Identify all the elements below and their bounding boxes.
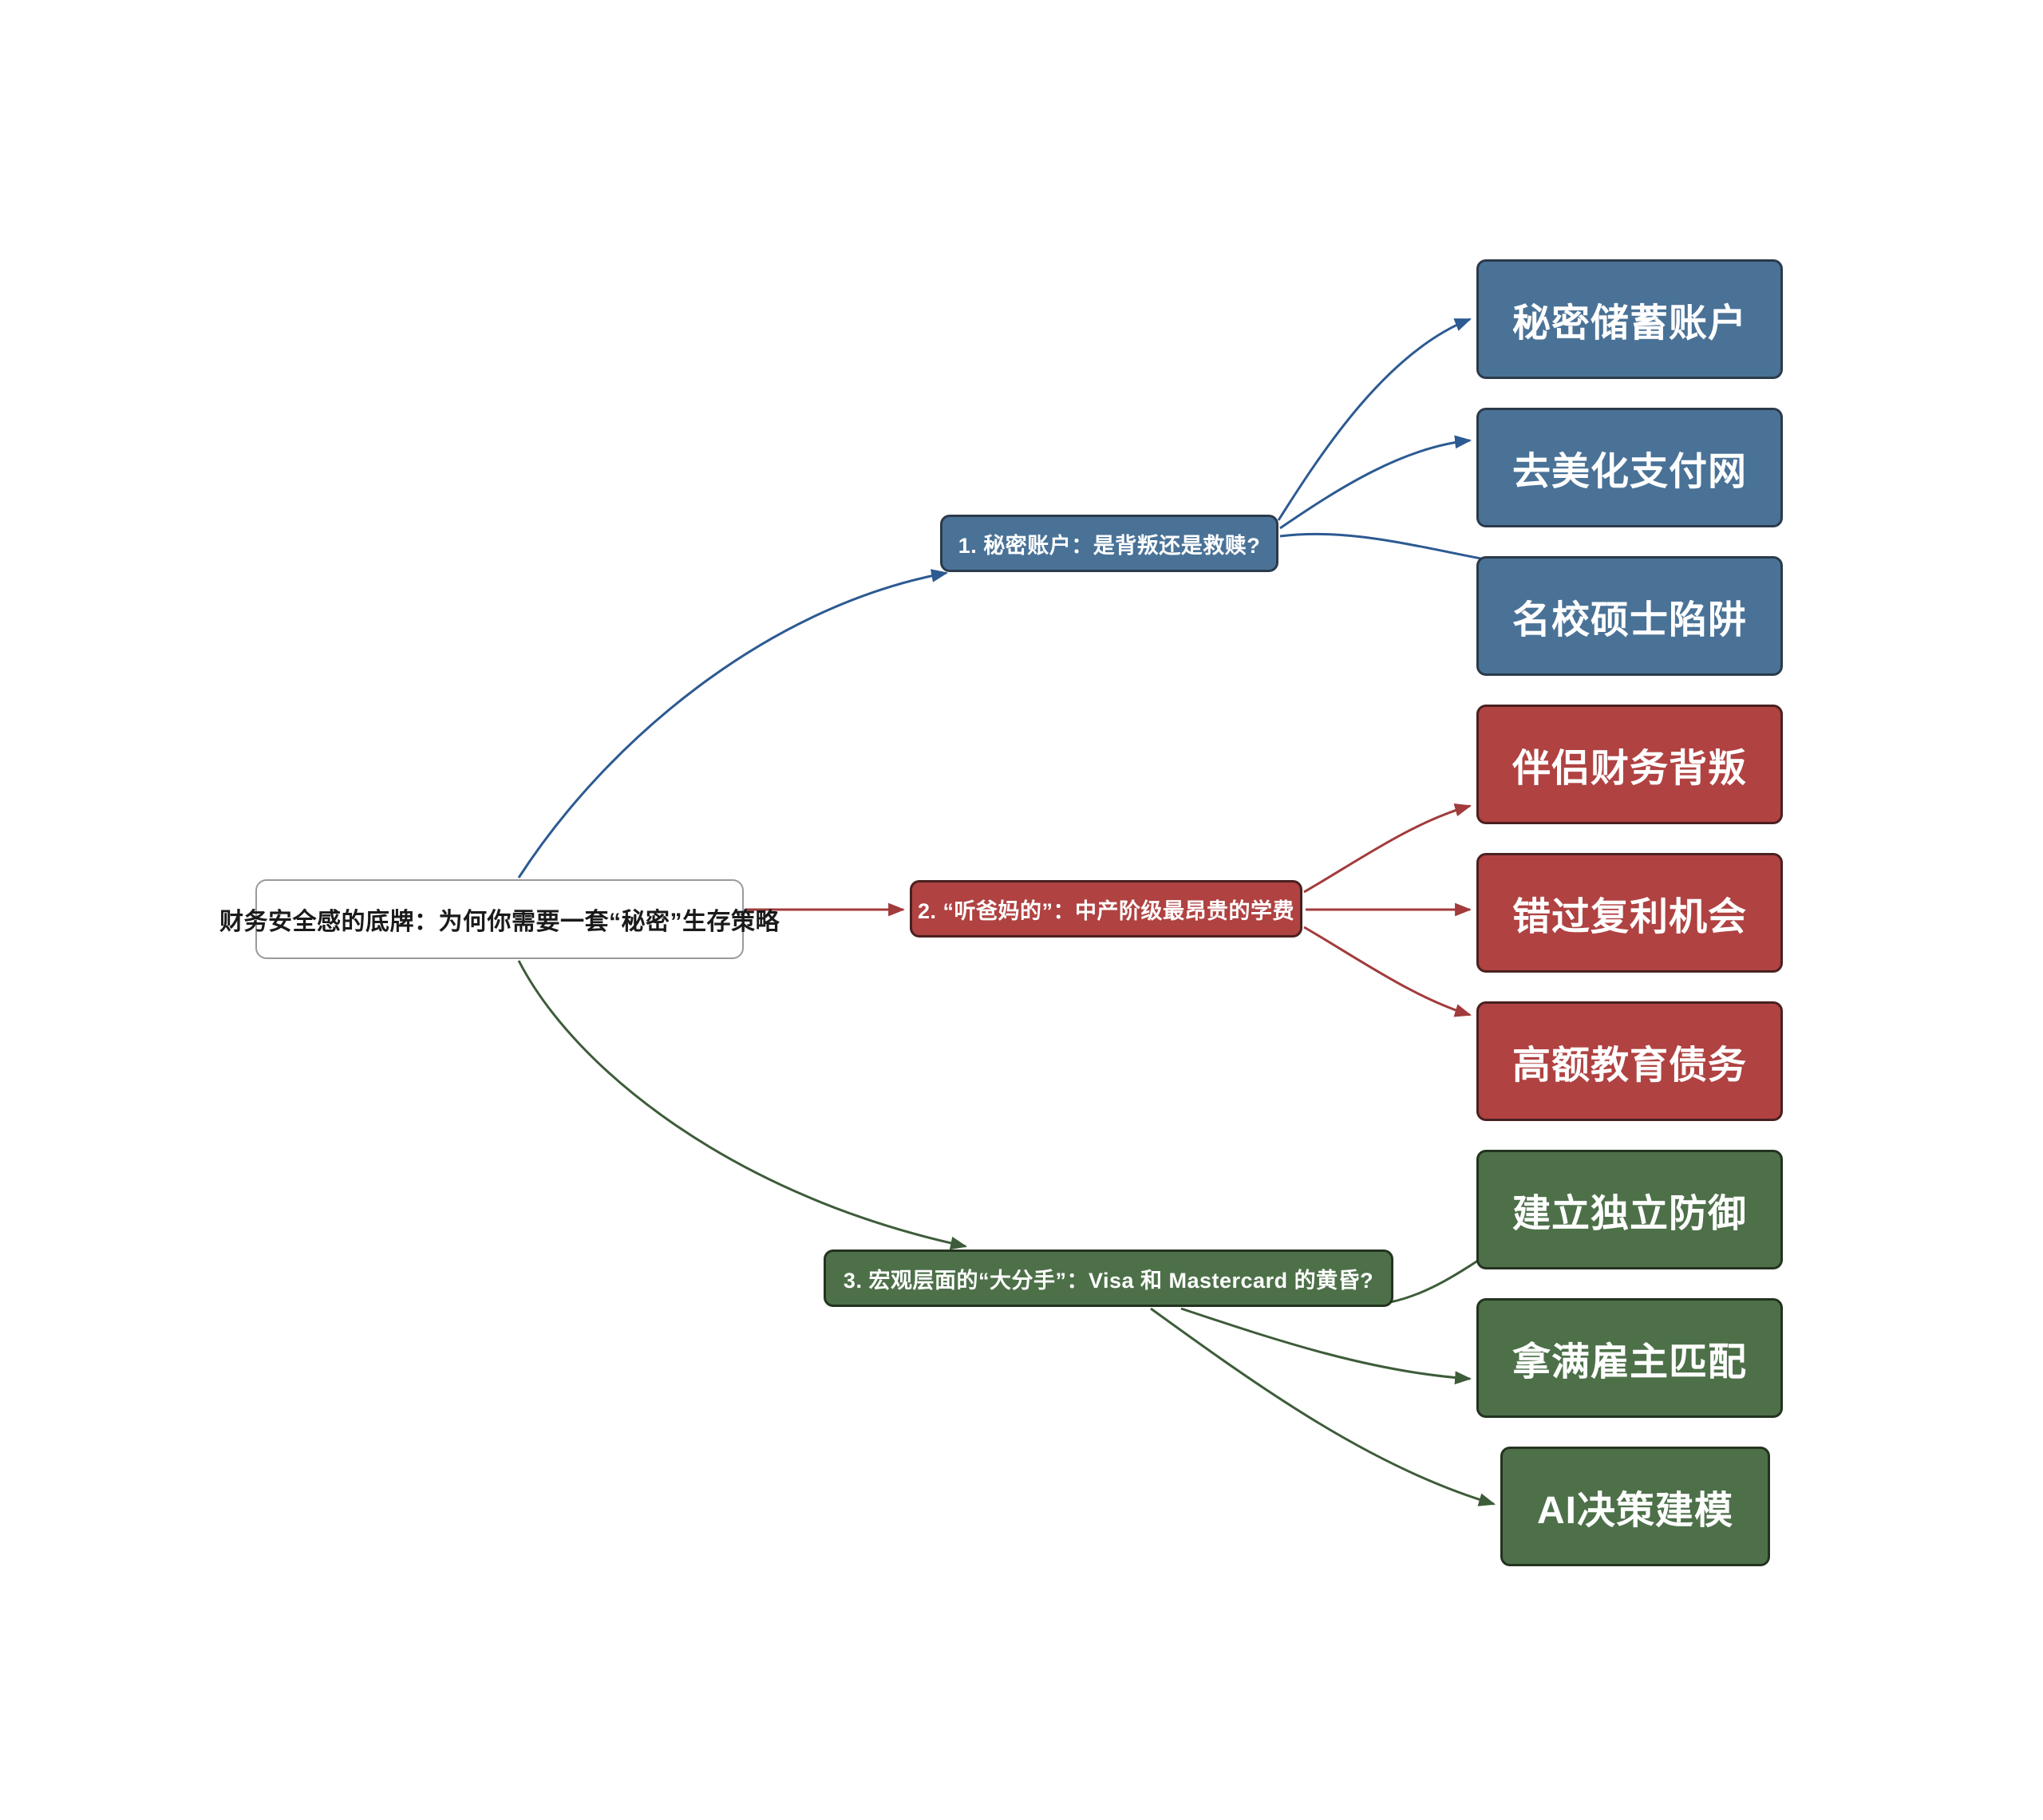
leaf-node-partner-financial-betrayal[interactable]: 伴侣财务背叛 [1476,705,1783,824]
edge-branch-2-to-leaf-0 [1303,803,1472,894]
leaf-node-missed-compounding[interactable]: 错过复利机会 [1476,853,1783,973]
leaf-node-label: 错过复利机会 [1512,896,1747,938]
leaf-node-label: 名校硕士陷阱 [1512,599,1747,642]
edge-branch-1-to-leaf-1 [1279,435,1472,530]
edge-branch-3-to-leaf-2 [1150,1307,1496,1506]
leaf-node-build-independent-defense[interactable]: 建立独立防御 [1476,1150,1783,1269]
branch-node-3[interactable]: 3. 宏观层面的“大分手”：Visa 和 Mastercard 的黄昏? [824,1250,1393,1307]
root-node-label: 财务安全感的底牌：为何你需要一套“秘密”生存策略 [219,909,780,935]
leaf-node-label: 去美化支付网 [1512,451,1747,493]
leaf-node-ai-decision-modeling[interactable]: AI决策建模 [1500,1447,1770,1566]
leaf-node-high-education-debt[interactable]: 高额教育债务 [1476,1001,1783,1121]
branch-node-2-label: 2. “听爸妈的”：中产阶级最昂贵的学费 [917,898,1295,923]
leaf-node-max-employer-match[interactable]: 拿满雇主匹配 [1476,1298,1783,1418]
leaf-node-label: 建立独立防御 [1512,1193,1747,1235]
leaf-node-de-dollarized-payments[interactable]: 去美化支付网 [1476,408,1783,527]
edge-branch-3-to-leaf-1 [1180,1307,1472,1385]
branch-node-1-label: 1. 秘密账户：是背叛还是救赎? [958,533,1261,558]
branch-node-2[interactable]: 2. “听爸妈的”：中产阶级最昂贵的学费 [910,880,1302,938]
edge-branch-2-to-leaf-2 [1303,926,1472,1017]
leaf-node-label: 高额教育债务 [1512,1044,1747,1087]
leaf-node-elite-masters-trap[interactable]: 名校硕士陷阱 [1476,556,1783,676]
edge-root-to-branch-1 [517,569,949,878]
branch-node-1[interactable]: 1. 秘密账户：是背叛还是救赎? [940,515,1278,572]
leaf-node-label: 拿满雇主匹配 [1512,1341,1747,1384]
leaf-node-secret-savings[interactable]: 秘密储蓄账户 [1476,259,1783,379]
branch-node-3-label: 3. 宏观层面的“大分手”：Visa 和 Mastercard 的黄昏? [843,1268,1374,1293]
edge-branch-1-to-leaf-0 [1277,318,1472,521]
leaf-node-label: 秘密储蓄账户 [1512,302,1747,345]
edge-root-to-branch-3 [517,960,968,1250]
leaf-node-label: 伴侣财务背叛 [1512,748,1747,790]
leaf-node-label: AI决策建模 [1536,1490,1733,1532]
root-node[interactable]: 财务安全感的底牌：为何你需要一套“秘密”生存策略 [219,879,780,959]
